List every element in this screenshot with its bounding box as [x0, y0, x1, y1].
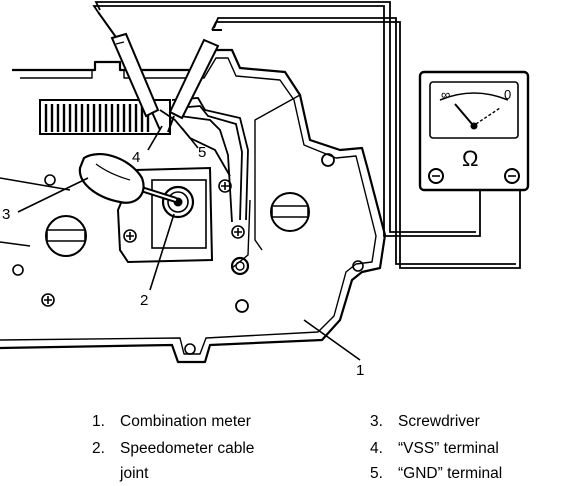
test-probe-vss — [97, 11, 161, 131]
ohm-symbol: Ω — [462, 146, 478, 171]
callout-1: 1 — [356, 362, 364, 379]
ohmmeter-scale-infinity: ∞ — [441, 87, 450, 102]
legend-item-5: 5. “GND” terminal — [370, 464, 502, 484]
legend-text: joint — [120, 465, 149, 482]
legend-item-4: 4. “VSS” terminal — [370, 439, 499, 459]
callout-leaders — [17, 125, 361, 361]
legend-number: 5. — [370, 465, 383, 482]
combination-meter — [0, 48, 387, 364]
legend-item-2: 2. Speedometer cable — [92, 439, 254, 459]
legend-number: 4. — [370, 440, 383, 457]
legend-item-1: 1. Combination meter — [92, 412, 251, 432]
probe-leads — [92, 1, 521, 269]
ohmmeter — [418, 70, 530, 192]
legend-text: Speedometer cable — [120, 440, 255, 457]
legend-text: Combination meter — [120, 413, 251, 430]
legend-number: 3. — [370, 413, 383, 430]
test-probe-gnd — [167, 29, 222, 133]
legend-text: “GND” terminal — [398, 465, 503, 482]
legend-number: 1. — [92, 413, 105, 430]
legend: 1.Combination meter 2.Speedometer cable … — [0, 410, 576, 486]
legend-text: Screwdriver — [398, 413, 480, 430]
callout-3: 3 — [2, 206, 10, 223]
screwdriver — [78, 153, 177, 204]
callout-5: 5 — [198, 144, 206, 161]
legend-item-3: 3. Screwdriver — [370, 412, 480, 432]
callout-2: 2 — [140, 292, 148, 309]
legend-number: 2. — [92, 440, 105, 457]
callout-4: 4 — [132, 149, 140, 166]
ohmmeter-scale-zero: 0 — [504, 87, 511, 102]
wiring-diagram: ∞ 0 Ω 1 2 3 4 5 — [0, 1, 530, 379]
legend-text: “VSS” terminal — [398, 440, 499, 457]
legend-item-2-cont: joint — [92, 464, 148, 484]
